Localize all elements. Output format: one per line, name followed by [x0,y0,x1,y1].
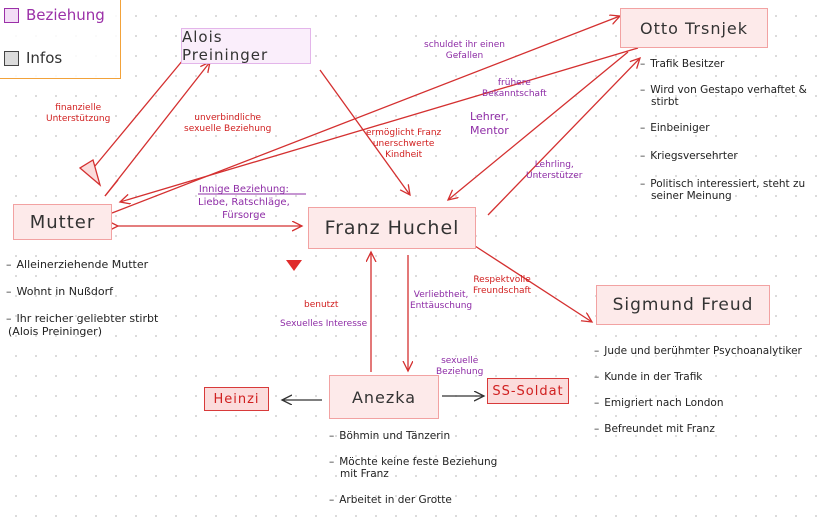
arrow-franz-freud [475,246,592,322]
info-list-freud: –Jude und berühmter Psychoanalytiker –Ku… [594,345,802,435]
legend-relation: Beziehung [4,6,105,24]
node-franz-label: Franz Huchel [324,217,460,239]
info-list-otto: –Trafik Besitzer –Wird von Gestapo verha… [640,58,807,202]
label-verliebtheit: Verliebtheit,Enttäuschung [410,290,473,311]
node-mutter: Mutter [13,204,112,240]
arrow-mutter-alois [104,62,210,197]
info-item: –Böhmin und Tänzerin [329,430,451,442]
node-alois-label: Alois Preininger [182,28,269,64]
legend: Beziehung Infos [0,0,121,79]
info-list-mutter: –Alleinerziehende Mutter –Wohnt in Nußdo… [6,258,158,338]
info-list-anezka: –Böhmin und Tänzerin –Möchte keine feste… [329,430,497,506]
info-item: –Politisch interessiert, steht zu [640,178,806,190]
node-franz: Franz Huchel [308,207,476,249]
arrowhead-finance [78,158,102,187]
node-heinzi-label: Heinzi [213,391,260,407]
arrow-alois-mutter-finance [89,59,184,173]
info-item: –Befreundet mit Franz [594,423,715,435]
node-freud: Sigmund Freud [596,285,770,325]
relation-swatch [4,7,19,23]
info-item: –Emigriert nach London [594,397,724,409]
arrow-otto-mutter [120,47,639,202]
arrow-franz-otto [487,58,640,216]
info-item: –Alleinerziehende Mutter [6,258,149,271]
label-benutzt: benutzt [304,300,339,310]
node-anezka-label: Anezka [351,387,417,407]
info-item: –Wohnt in Nußdorf [6,285,113,298]
red-triangle-marker [286,260,302,271]
info-item: (Alois Preininger) [8,325,102,338]
legend-infos: Infos [4,49,62,67]
node-otto: Otto Trsnjek [620,8,768,48]
label-sexuelles: Sexuelles Interesse [280,319,368,329]
info-item: mit Franz [340,468,389,480]
arrow-otto-franz [448,51,629,200]
info-item: –Wird von Gestapo verhaftet & [640,84,807,96]
node-ss-label: SS-Soldat [492,383,564,399]
info-item: stirbt [651,96,679,108]
node-freud-label: Sigmund Freud [612,295,754,315]
label-lehrling: Lehrling,Unterstützer [526,160,583,181]
legend-infos-label: Infos [26,49,63,67]
info-item: –Ihr reicher geliebter stirbt [6,312,159,325]
label-lehrer: Lehrer,Mentor [470,110,509,137]
arrow-mutter-otto [111,16,620,214]
info-item: –Jude und berühmter Psychoanalytiker [594,345,802,357]
info-item: –Kunde in der Trafik [594,371,703,383]
node-anezka: Anezka [329,375,439,419]
info-item: –Trafik Besitzer [640,58,725,70]
legend-relation-label: Beziehung [26,6,105,24]
info-item: –Einbeiniger [640,122,710,134]
info-item: –Arbeitet in der Grotte [329,494,452,506]
info-item: seiner Meinung [651,190,732,202]
info-item: –Kriegsversehrter [640,150,738,162]
label-innige: Innige Beziehung:Liebe, Ratschläge,Fürso… [198,184,290,221]
node-otto-label: Otto Trsnjek [639,18,749,38]
info-item: –Möchte keine feste Beziehung [329,456,498,468]
node-alois: Alois Preininger [181,28,311,64]
node-mutter-label: Mutter [29,211,96,233]
arrow-alois-franz [319,69,410,195]
node-ss-soldat: SS-Soldat [487,378,569,404]
infos-swatch [4,50,19,66]
node-heinzi: Heinzi [204,387,269,411]
